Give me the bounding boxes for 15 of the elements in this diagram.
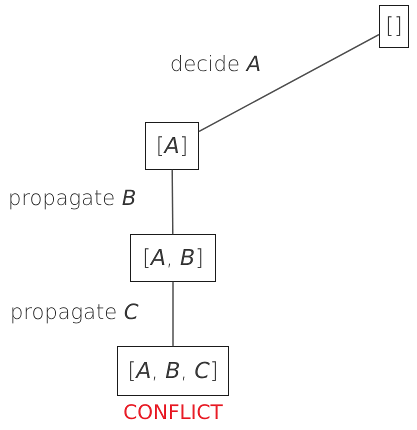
state-box [130, 234, 216, 282]
status-label: CONFLICT [123, 400, 223, 424]
state-box [379, 5, 409, 48]
state-text: [A, B] [142, 246, 204, 270]
connector-line [198, 34, 380, 132]
state-box [145, 122, 199, 170]
edge-label: propagate C [10, 300, 139, 324]
state-text: [A, B, C] [128, 358, 218, 384]
edge-label: propagate B [8, 186, 136, 210]
edge-label: decide A [170, 52, 261, 76]
state-text: [A] [156, 134, 188, 158]
state-box [117, 346, 229, 396]
connector-line [171, 170, 174, 234]
connector-line [172, 282, 174, 346]
state-text: [] [385, 14, 403, 39]
